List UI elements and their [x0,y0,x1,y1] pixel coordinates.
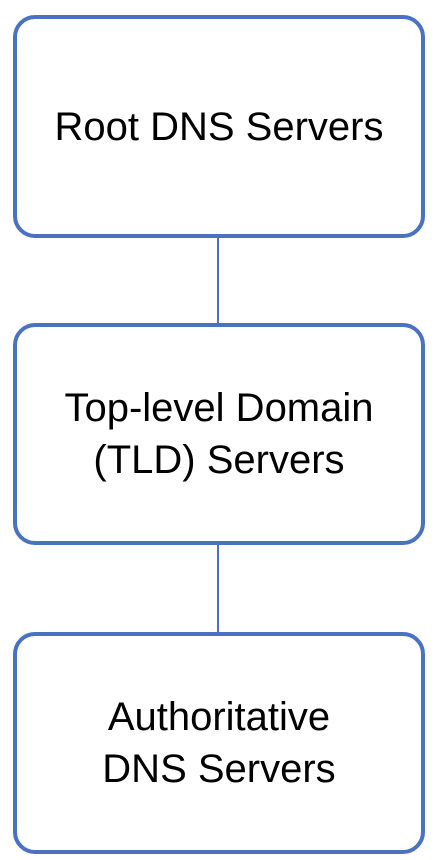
root-dns-servers-box: Root DNS Servers [13,15,425,238]
authoritative-dns-servers-box: Authoritative DNS Servers [13,632,425,854]
connector-tld-to-authoritative [217,545,219,632]
root-dns-servers-line-1: Root DNS Servers [54,104,384,149]
tld-servers-label: Top-level Domain (TLD) Servers [64,382,373,486]
authoritative-dns-servers-line-2: DNS Servers [102,747,336,791]
root-dns-servers-label: Root DNS Servers [55,101,384,153]
tld-servers-line-2: (TLD) Servers [93,438,345,482]
authoritative-dns-servers-label: Authoritative DNS Servers [102,691,335,795]
authoritative-dns-servers-line-1: Authoritative [107,695,331,739]
tld-servers-line-1: Top-level Domain [64,386,374,430]
connector-root-to-tld [217,238,219,323]
tld-servers-box: Top-level Domain (TLD) Servers [13,323,425,545]
